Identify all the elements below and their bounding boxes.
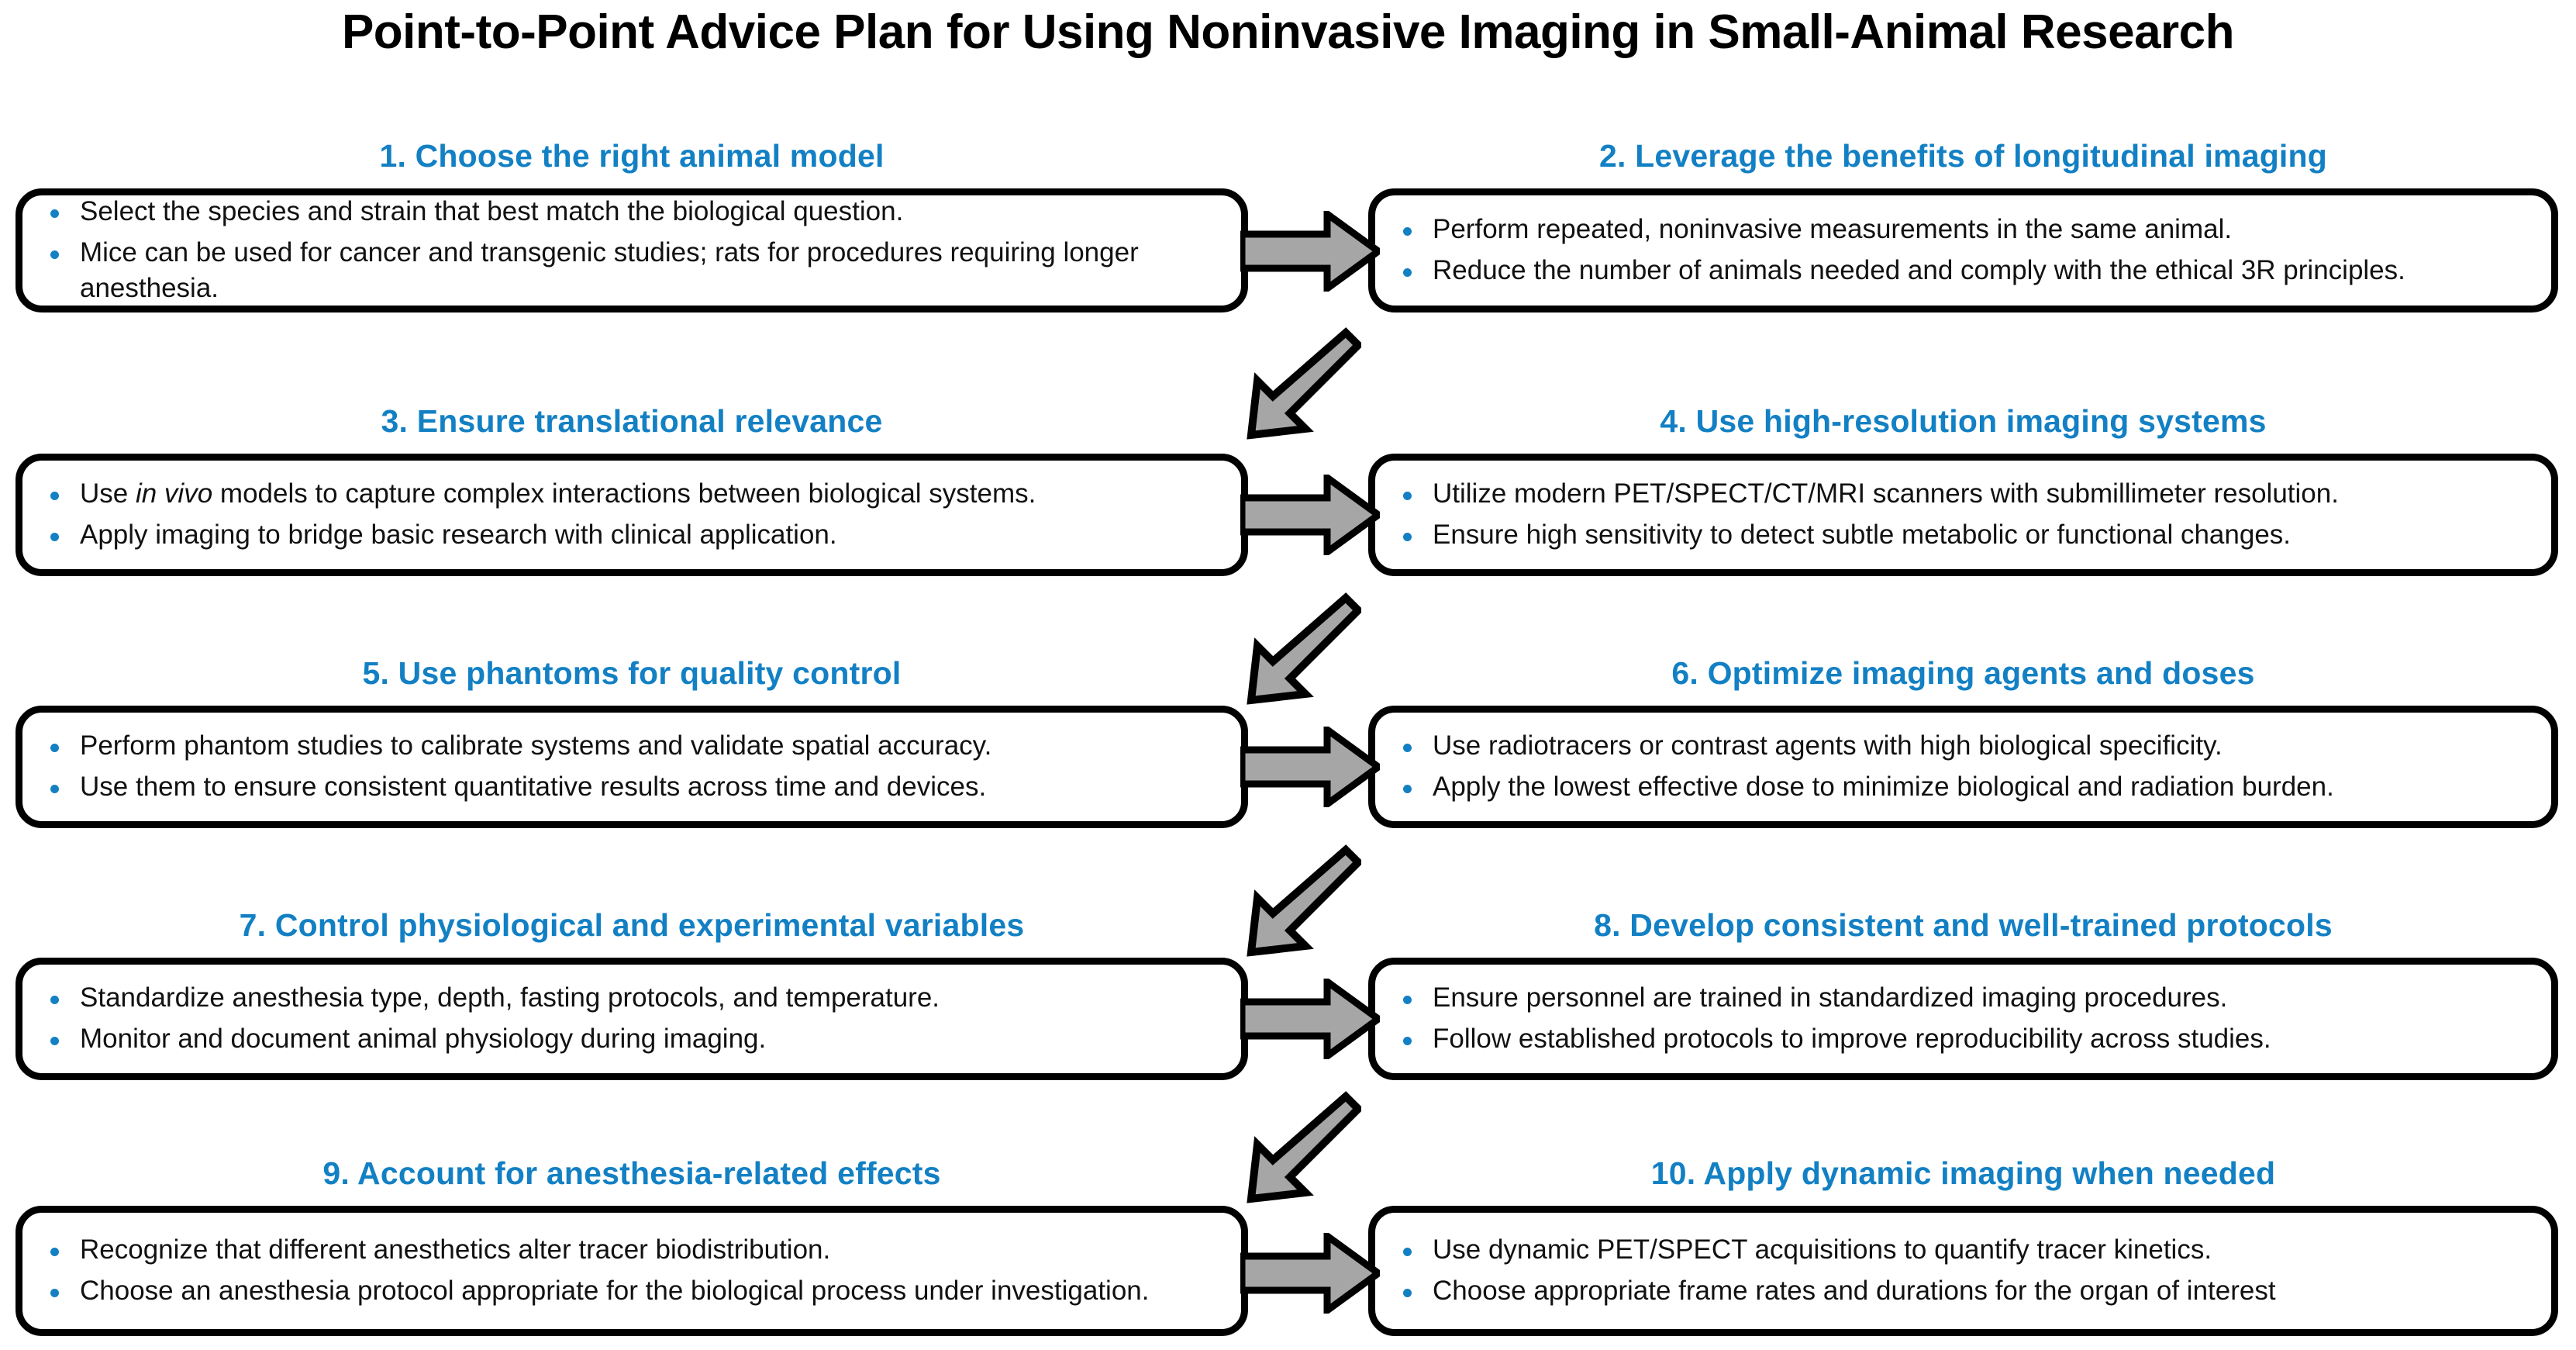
step-8-bullet-2: Follow established protocols to improve …: [1392, 1021, 2531, 1058]
step-6-bullet-1: Use radiotracers or contrast agents with…: [1392, 728, 2531, 765]
step-heading-6: 6. Optimize imaging agents and doses: [1671, 655, 2255, 691]
step-box-9: Recognize that different anesthetics alt…: [16, 1206, 1248, 1336]
step-box-8: Ensure personnel are trained in standard…: [1368, 958, 2558, 1080]
step-3-bullet-2: Apply imaging to bridge basic research w…: [40, 517, 1221, 554]
step-heading-10: 10. Apply dynamic imaging when needed: [1650, 1155, 2276, 1191]
arrow-9-to-10: [1240, 1233, 1380, 1314]
step-1-bullet-1: Select the species and strain that best …: [40, 194, 1221, 230]
step-7-bullet-2: Monitor and document animal physiology d…: [40, 1021, 1221, 1058]
step-4-bullet-2: Ensure high sensitivity to detect subtle…: [1392, 517, 2531, 554]
step-heading-3: 3. Ensure translational relevance: [381, 403, 883, 439]
step-4-bullet-1: Utilize modern PET/SPECT/CT/MRI scanners…: [1392, 476, 2531, 513]
step-box-6: Use radiotracers or contrast agents with…: [1368, 706, 2558, 828]
step-3-bullet-1: Use in vivo models to capture complex in…: [40, 476, 1221, 513]
step-box-5: Perform phantom studies to calibrate sys…: [16, 706, 1248, 828]
step-2-bullet-1: Perform repeated, noninvasive measuremen…: [1392, 212, 2531, 248]
page-title: Point-to-Point Advice Plan for Using Non…: [341, 5, 2235, 59]
step-1-bullet-2: Mice can be used for cancer and transgen…: [40, 235, 1221, 307]
step-8-bullet-1: Ensure personnel are trained in standard…: [1392, 980, 2531, 1017]
step-5-bullet-1: Perform phantom studies to calibrate sys…: [40, 728, 1221, 765]
arrow-5-to-6: [1240, 727, 1380, 807]
step-heading-2: 2. Leverage the benefits of longitudinal…: [1598, 138, 2328, 174]
arrow-7-to-8: [1240, 979, 1380, 1059]
step-heading-9: 9. Account for anesthesia-related effect…: [322, 1155, 941, 1191]
step-heading-5: 5. Use phantoms for quality control: [362, 655, 902, 691]
step-heading-8: 8. Develop consistent and well-trained p…: [1594, 907, 2333, 943]
step-box-3: Use in vivo models to capture complex in…: [16, 454, 1248, 576]
step-heading-4: 4. Use high-resolution imaging systems: [1660, 403, 2267, 439]
step-5-bullet-2: Use them to ensure consistent quantitati…: [40, 769, 1221, 806]
arrow-8-to-9: [1229, 1086, 1361, 1217]
arrow-2-to-3: [1229, 322, 1361, 454]
step-2-bullet-2: Reduce the number of animals needed and …: [1392, 253, 2531, 289]
step-box-1: Select the species and strain that best …: [16, 188, 1248, 312]
step-heading-7: 7. Control physiological and experimenta…: [239, 907, 1025, 943]
arrow-1-to-2: [1240, 211, 1380, 292]
step-box-10: Use dynamic PET/SPECT acquisitions to qu…: [1368, 1206, 2558, 1336]
step-10-bullet-2: Choose appropriate frame rates and durat…: [1392, 1273, 2531, 1310]
step-6-bullet-2: Apply the lowest effective dose to minim…: [1392, 769, 2531, 806]
step-9-bullet-2: Choose an anesthesia protocol appropriat…: [40, 1273, 1221, 1310]
step-box-2: Perform repeated, noninvasive measuremen…: [1368, 188, 2558, 312]
step-box-7: Standardize anesthesia type, depth, fast…: [16, 958, 1248, 1080]
step-heading-1: 1. Choose the right animal model: [379, 138, 885, 174]
arrow-6-to-7: [1229, 839, 1361, 971]
step-9-bullet-1: Recognize that different anesthetics alt…: [40, 1232, 1221, 1269]
arrow-3-to-4: [1240, 475, 1380, 555]
step-7-bullet-1: Standardize anesthesia type, depth, fast…: [40, 980, 1221, 1017]
step-box-4: Utilize modern PET/SPECT/CT/MRI scanners…: [1368, 454, 2558, 576]
step-10-bullet-1: Use dynamic PET/SPECT acquisitions to qu…: [1392, 1232, 2531, 1269]
arrow-4-to-5: [1229, 587, 1361, 719]
